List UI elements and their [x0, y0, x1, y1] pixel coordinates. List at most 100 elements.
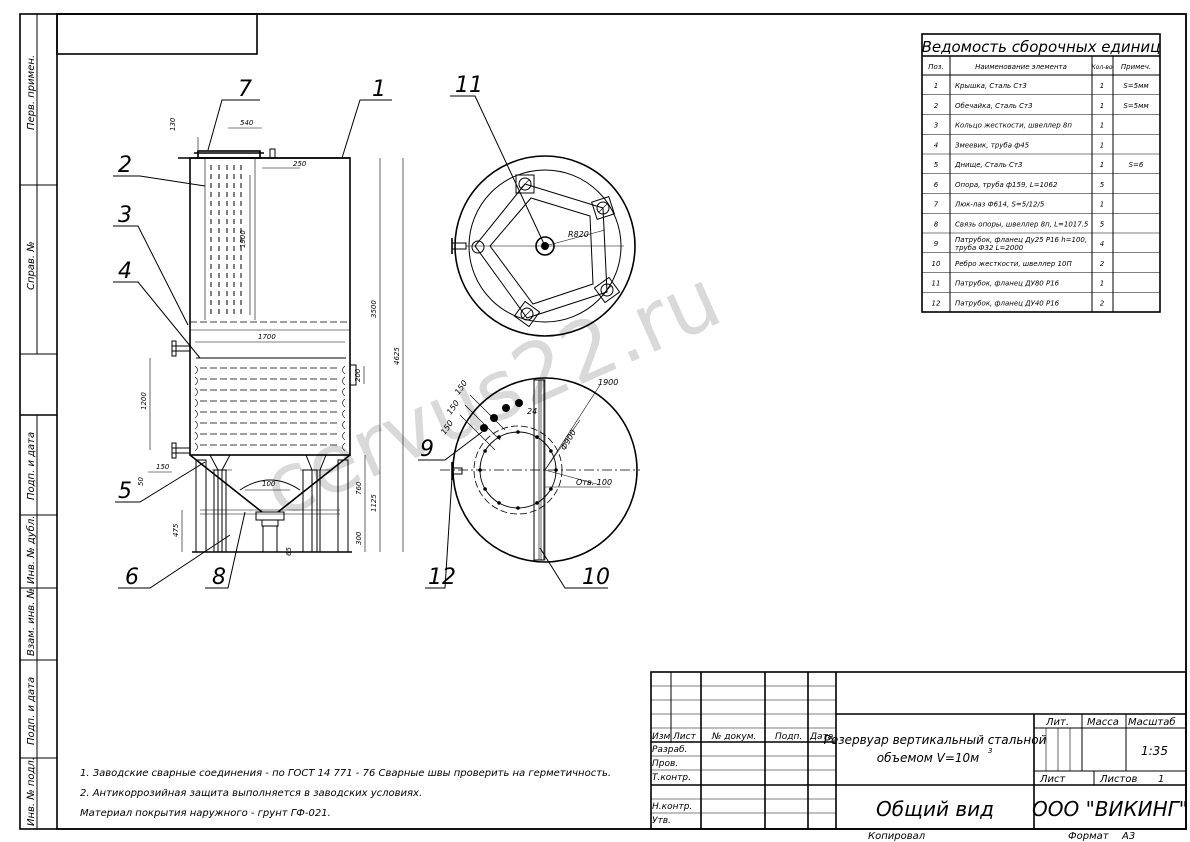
spec-cell-pos: 11 — [932, 280, 941, 288]
leader-11: 11 — [455, 73, 483, 98]
front-leaders: 7 1 2 3 4 5 6 8 — [113, 77, 392, 590]
dim-1125: 1125 — [370, 494, 378, 512]
spec-header-note: Примеч. — [1121, 63, 1151, 71]
spec-cell-qty: 1 — [1100, 280, 1104, 288]
support-legs — [192, 454, 352, 553]
leader-10: 10 — [582, 565, 610, 590]
tank-shell — [189, 157, 351, 456]
tb-company: ООО "ВИКИНГ" — [1032, 797, 1188, 821]
spec-cell-name: Кольцо жесткости, швеллер 8п — [955, 122, 1072, 130]
leader-12: 12 — [428, 565, 456, 590]
dim-1900: 1900 — [239, 230, 247, 248]
spec-title: Ведомость сборочных единиц — [922, 38, 1161, 56]
leader-8: 8 — [212, 565, 226, 590]
tb-scale: 1:35 — [1141, 744, 1168, 758]
tb-utv: Утв. — [652, 816, 671, 826]
spec-cell-name: Патрубок, фланец ДУ80 Р16 — [955, 280, 1060, 288]
outer-frame — [19, 13, 1187, 830]
side-label-inv-dubl: Инв. № дубл. — [25, 516, 37, 584]
tb-lit: Лит. — [1045, 717, 1069, 728]
dim-4625: 4625 — [393, 347, 401, 365]
tb-prov: Пров. — [652, 759, 678, 769]
tb-massa: Масса — [1087, 717, 1119, 728]
dim-250: 250 — [293, 160, 307, 168]
spec-cell-pos: 1 — [934, 82, 938, 90]
dim-1700: 1700 — [258, 333, 276, 341]
spec-cell-qty: 5 — [1100, 220, 1105, 228]
coil-rows — [194, 365, 346, 452]
tb-format-val: А3 — [1121, 831, 1135, 842]
top-radius: R820 — [568, 230, 589, 239]
spec-cell-note: S=5мм — [1123, 82, 1149, 90]
spec-cell-qty: 5 — [1100, 181, 1105, 189]
dim-150: 150 — [156, 463, 170, 471]
inner-frame — [56, 13, 1187, 830]
spec-cell-qty: 1 — [1100, 122, 1104, 130]
front-view: 130 540 250 1900 1700 200 3500 4625 1200… — [113, 77, 404, 590]
spec-cell-name: Днище, Сталь Ст3 — [954, 161, 1022, 169]
technical-notes: 1. Заводские сварные соединения - по ГОС… — [80, 768, 611, 819]
title-block: Изм Лист № докум. Подп. Дата Разраб. Про… — [650, 671, 1188, 842]
spec-cell-qty: 1 — [1100, 141, 1104, 149]
spec-row: 11 Патрубок, фланец ДУ80 Р16 1 — [932, 280, 1105, 288]
spec-cell-pos: 7 — [934, 201, 939, 209]
dim-200: 200 — [354, 368, 362, 382]
spec-cell-pos: 6 — [934, 181, 939, 189]
front-dimensions: 130 540 250 1900 1700 200 3500 4625 1200… — [137, 117, 404, 556]
tb-name-line1: Резервуар вертикальный стальной — [824, 733, 1047, 747]
leader-6: 6 — [125, 565, 139, 590]
manhole-hatch — [197, 150, 261, 159]
dim-65: 65 — [285, 547, 293, 556]
spec-row: 9 Патрубок, фланец Ду25 Р16 h=100,труба Ф… — [934, 236, 1104, 252]
dim-475: 475 — [172, 523, 180, 537]
side-label-inv-podl: Инв. № подл. — [26, 757, 37, 826]
dim-50: 50 — [137, 477, 145, 486]
side-stamp: Перв. примен. Справ. № Подп. и дата Инв.… — [20, 14, 57, 829]
spec-cell-note: S=6 — [1129, 161, 1144, 169]
tb-h-data: Дата — [809, 732, 833, 742]
dim-1200: 1200 — [140, 392, 148, 410]
tb-h-podp: Подп. — [775, 732, 802, 742]
bottom-otv: Отв. 100 — [576, 478, 612, 487]
spec-cell-qty: 1 — [1100, 201, 1104, 209]
spec-cell-name: Опора, труба ф159, L=1062 — [955, 181, 1058, 189]
spec-header-name: Наименование элемента — [975, 63, 1067, 71]
leader-9: 9 — [420, 437, 434, 462]
dim-100: 100 — [262, 480, 276, 488]
tb-list: Лист — [1039, 774, 1067, 785]
watermark: cervus22.ru — [249, 251, 734, 537]
tb-h-izm: Изм — [652, 732, 671, 742]
bottom-dim-24: 24 — [527, 407, 537, 416]
spec-cell-pos: 4 — [934, 141, 938, 149]
top-view: R820 11 — [450, 73, 636, 337]
spec-cell-name2: труба Ф32 L=2000 — [955, 244, 1024, 252]
bottom-view: 1900 150 150 150 24 Ф900 Отв. 100 9 12 1… — [418, 377, 640, 590]
spec-cell-qty: 1 — [1100, 82, 1104, 90]
spec-header-pos: Поз. — [928, 63, 944, 71]
dim-760: 760 — [355, 481, 363, 495]
spec-cell-qty: 1 — [1100, 102, 1104, 110]
leader-7: 7 — [238, 77, 252, 102]
spec-cell-pos: 9 — [934, 240, 939, 248]
spec-cell-name: Ребро жесткости, швеллер 10П — [955, 260, 1072, 268]
spec-cell-name: Патрубок, фланец Ду25 Р16 h=100, — [955, 236, 1087, 244]
dim-540: 540 — [240, 119, 254, 127]
spec-row: 6 Опора, труба ф159, L=1062 5 — [934, 181, 1105, 189]
tb-tkontr: Т.контр. — [652, 773, 691, 783]
leader-4: 4 — [118, 259, 132, 284]
spec-cell-name: Змеевик, труба ф45 — [955, 141, 1030, 149]
tb-doc-title: Общий вид — [876, 797, 994, 821]
spec-header-qty: Кол-во — [1091, 64, 1112, 71]
tb-kopiroval: Копировал — [868, 831, 926, 842]
tb-h-doc: № докум. — [711, 732, 756, 742]
spec-cell-name: Обечайка, Сталь Ст3 — [955, 102, 1033, 110]
leader-3: 3 — [118, 203, 132, 228]
side-label-perv-primen: Перв. примен. — [26, 55, 37, 130]
